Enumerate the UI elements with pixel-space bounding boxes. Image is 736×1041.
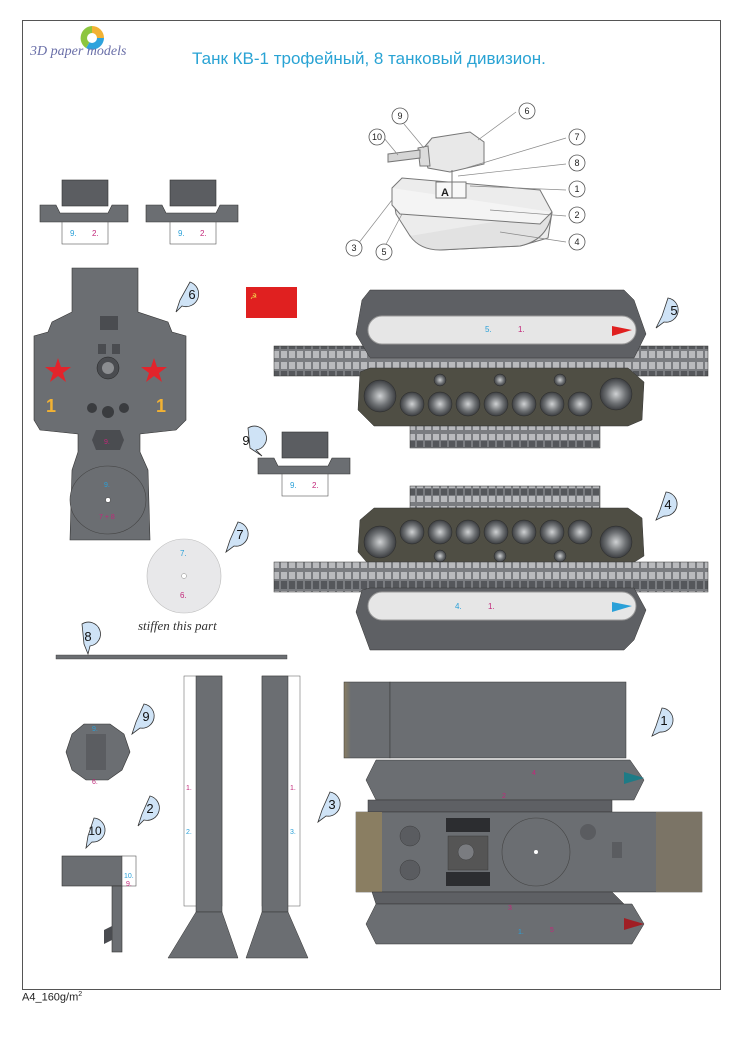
svg-text:5: 5 <box>550 927 554 934</box>
svg-text:2: 2 <box>502 793 506 800</box>
svg-text:2.: 2. <box>200 229 207 238</box>
part-callouts <box>81 281 679 850</box>
svg-text:9.: 9. <box>70 229 77 238</box>
svg-text:2.: 2. <box>186 829 192 836</box>
svg-text:5.: 5. <box>485 325 492 334</box>
svg-text:9.: 9. <box>104 482 110 489</box>
svg-text:1: 1 <box>156 396 166 416</box>
svg-text:1.: 1. <box>518 929 524 936</box>
assembly-callouts <box>345 102 586 261</box>
disc-7: 7. 6. <box>146 538 222 614</box>
assembly-label-8: 8 <box>574 158 579 168</box>
assembly-label-10: 10 <box>372 132 382 142</box>
svg-text:9.: 9. <box>126 881 132 888</box>
svg-text:6.: 6. <box>92 779 98 786</box>
svg-text:1.: 1. <box>290 785 296 792</box>
callout-9-lower: 9 <box>142 709 149 724</box>
callout-10: 10 <box>88 824 102 838</box>
callout-9-upper: 9 <box>242 433 249 448</box>
svg-text:10.: 10. <box>124 873 134 880</box>
callout-1: 1 <box>660 713 667 728</box>
svg-text:3: 3 <box>508 905 512 912</box>
turret-piece-9: 9. 2. <box>257 431 351 497</box>
logo-icon <box>80 26 104 50</box>
assembly-leaders <box>357 111 567 249</box>
svg-text:7.: 7. <box>180 549 187 558</box>
track-5: 5. 1. <box>273 289 709 449</box>
page-title: Танк КВ-1 трофейный, 8 танковый дивизион… <box>192 49 546 68</box>
callout-3: 3 <box>328 797 335 812</box>
svg-text:1.: 1. <box>186 785 192 792</box>
callout-5: 5 <box>670 303 677 318</box>
svg-text:3.: 3. <box>290 829 296 836</box>
assembly-label-5: 5 <box>381 247 386 257</box>
stiffen-note: stiffen this part <box>138 618 217 633</box>
assembly-diagram <box>387 131 553 251</box>
assembly-label-7: 7 <box>574 132 579 142</box>
callout-8: 8 <box>84 629 91 644</box>
callout-2: 2 <box>146 801 153 816</box>
turret-top-right: 9. 2. <box>145 179 239 245</box>
side-strip-3: 1. 3. <box>245 675 309 959</box>
svg-text:9.: 9. <box>92 726 98 733</box>
side-strip-2: 1. 2. <box>167 675 239 959</box>
strip-8 <box>55 654 288 660</box>
paper-format-superscript: 2 <box>78 991 83 998</box>
gun-part-10: 10. 9. <box>61 855 137 953</box>
turret-net-6: 1 1 9. 9. 7 + 8 <box>33 267 187 541</box>
svg-text:2.: 2. <box>312 481 319 490</box>
svg-text:1.: 1. <box>518 325 525 334</box>
assembly-point-label: A <box>441 187 449 199</box>
assembly-label-2: 2 <box>574 210 579 220</box>
paper-format-text: A4_160g/m <box>22 991 79 1004</box>
assembly-label-6: 6 <box>524 106 529 116</box>
callout-7: 7 <box>236 527 243 542</box>
svg-text:9.: 9. <box>290 481 297 490</box>
soviet-flag: ☭ <box>246 287 297 318</box>
callout-6: 6 <box>188 287 195 302</box>
svg-text:2.: 2. <box>92 229 99 238</box>
paper-format-label: A4_160g/m2 <box>22 991 82 1004</box>
track-4: 4. 1. <box>273 485 709 651</box>
svg-text:4: 4 <box>532 770 536 777</box>
svg-text:1: 1 <box>46 396 56 416</box>
page-frame <box>22 20 721 990</box>
small-piece-9: 9. 6. <box>65 723 131 786</box>
turret-top-left: 9. 2. <box>39 179 129 245</box>
hull-part-1: 4 2 3 1. 5 <box>343 681 703 945</box>
assembly-label-9: 9 <box>397 111 402 121</box>
callout-4: 4 <box>664 497 671 512</box>
svg-text:☭: ☭ <box>250 292 257 301</box>
svg-text:7 + 8: 7 + 8 <box>99 514 115 521</box>
svg-text:1.: 1. <box>488 602 495 611</box>
svg-text:4.: 4. <box>455 602 462 611</box>
logo-text: 3D paper models <box>30 44 127 59</box>
svg-text:9.: 9. <box>178 229 185 238</box>
assembly-label-1: 1 <box>574 184 579 194</box>
svg-text:6.: 6. <box>180 591 187 600</box>
assembly-label-3: 3 <box>351 243 356 253</box>
svg-text:9.: 9. <box>104 439 110 446</box>
assembly-label-4: 4 <box>574 237 579 247</box>
